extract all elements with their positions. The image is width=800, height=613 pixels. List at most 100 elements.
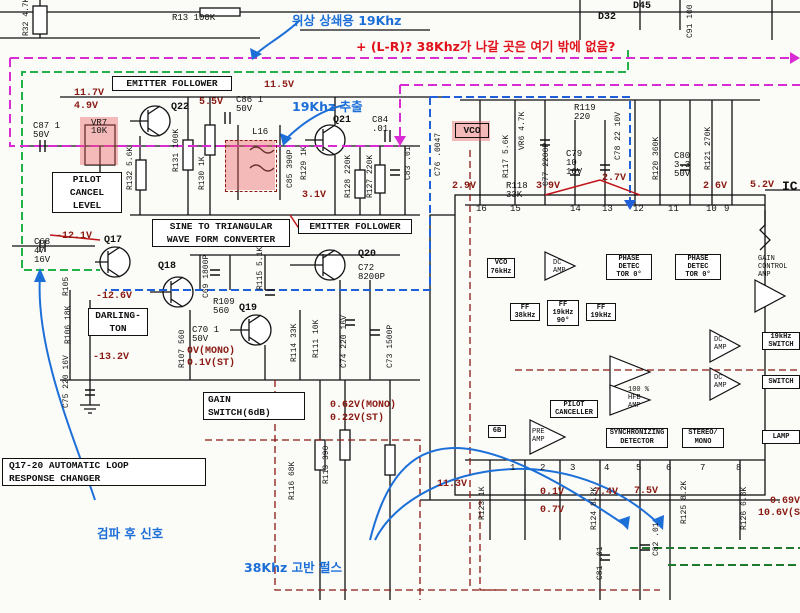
pin-12: 12	[633, 204, 644, 214]
ic-ff1-t1: FF	[520, 304, 530, 312]
annotation-detected-signal: 검파 후 신호	[97, 526, 164, 541]
c72-plates	[265, 289, 275, 296]
label-r126: R126 6.8K	[740, 486, 749, 530]
darlington-box: DARLING- TON	[88, 308, 148, 336]
emitter-follower-top-label: EMITTER FOLLOWER	[112, 76, 232, 91]
darlington-line1: DARLING-	[95, 310, 141, 321]
ic-right-detail	[759, 210, 771, 251]
volt-5-5: 5.5V	[199, 97, 224, 108]
c79-plates	[570, 169, 580, 176]
pin-6: 6	[666, 463, 672, 473]
label-c73: C73 1500P	[386, 324, 395, 368]
ic-dca2-t1: DC	[714, 336, 723, 344]
c82-plates	[640, 544, 650, 551]
magenta-dashed-left	[9, 58, 400, 147]
ic-hfb-t2: HFB	[628, 394, 641, 402]
ic-ff2-t3: 90°	[556, 317, 570, 325]
red-dashed-loop-4	[479, 500, 660, 591]
pilot-cancel-line2: CANCEL	[69, 187, 105, 198]
auto-loop-box: Q17-20 AUTOMATIC LOOP RESPONSE CHANGER	[2, 458, 206, 486]
volt-5-2: 5.2V	[750, 180, 775, 191]
pin-8: 8	[736, 463, 742, 473]
label-r111: R111 10K	[312, 319, 321, 358]
pin-11: 11	[668, 204, 679, 214]
q22-label: Q22	[171, 102, 190, 113]
label-r113: R113 390	[322, 445, 331, 484]
ic-pd1-t3: TOR 0°	[616, 271, 642, 279]
ic-pc-t2: CANCELLER	[555, 409, 593, 417]
callout-19khz	[284, 104, 346, 141]
volt-7-5: 7.5V	[634, 486, 659, 497]
pilot-cancel-line1: PILOT	[72, 174, 102, 185]
label-c87: C87 1 50V	[33, 121, 61, 140]
r127-body	[374, 164, 386, 194]
ic-pd1-t1: PHASE	[618, 255, 640, 263]
label-r105: R105	[62, 276, 71, 296]
label-r121: R121 270K	[704, 126, 713, 170]
label-l16: L16	[252, 127, 269, 137]
pin-13: 13	[602, 204, 613, 214]
volt-2-9: 2.9V	[452, 181, 477, 192]
ic-sm-t1: STEREO/	[688, 429, 718, 437]
callout-detected-arrow	[34, 268, 46, 282]
mid-wires	[190, 254, 400, 290]
label-r114: R114 33K	[290, 323, 299, 362]
c73-plates	[370, 329, 380, 336]
ic-dc-amp1-t1: DC	[553, 259, 562, 267]
ic-sd-t2: DETECTOR	[620, 438, 654, 446]
c84-plates	[384, 130, 391, 142]
label-c84: C84 .01	[372, 115, 389, 134]
c83-plates	[390, 169, 400, 176]
pin-3: 3	[570, 463, 576, 473]
ic-column-wires	[479, 100, 733, 205]
ic-stereo-mono: STEREO/MONO	[682, 428, 724, 448]
ic-ff1-t2: 38kHz	[514, 312, 536, 320]
volt-0-1v-st: 0.1V(ST)	[187, 358, 236, 369]
c86-plates	[224, 112, 231, 124]
pin-4: 4	[604, 463, 610, 473]
volt-0v-mono: 0V(MONO)	[187, 346, 236, 357]
ic-lamp-block: LAMP	[762, 430, 800, 444]
pin-9: 9	[724, 204, 730, 214]
q21-label: Q21	[333, 115, 352, 126]
label-c91: C91 100 10V	[686, 0, 695, 38]
r32-body	[32, 5, 48, 35]
c75-plates	[85, 389, 95, 396]
r128-body	[354, 169, 366, 199]
ic-pd2-t1: PHASE	[687, 255, 709, 263]
callout-38khz-arrow-b	[652, 515, 664, 530]
label-r123: R123 1K	[478, 486, 487, 520]
label-r32: R32 4.7K	[22, 0, 31, 36]
label-c82: C82 .01	[652, 522, 661, 556]
volt-2-7: 2.7V	[602, 173, 627, 184]
pin-14: 14	[570, 204, 581, 214]
label-c76: C76 .0047	[434, 132, 443, 176]
q18-label: Q18	[158, 261, 177, 272]
label-r129: R129 1K	[300, 146, 309, 180]
callout-38khz-arrow-a	[618, 516, 630, 530]
ic-ff3-t1: FF	[596, 304, 606, 312]
ic-ff2-t1: FF	[558, 301, 568, 309]
label-r132: R132 5.6K	[126, 146, 135, 190]
label-r116: R116 68K	[288, 461, 297, 500]
label-r131: R131 100K	[172, 128, 181, 172]
hfb-amp-triangle	[609, 384, 652, 416]
ic-dca3-t1: DC	[714, 374, 723, 382]
callout-19khz-arrow	[280, 133, 292, 146]
q20-leads	[290, 249, 336, 281]
ic-vco-t2: 76kHz	[490, 268, 512, 276]
label-r109: R109 560	[213, 297, 235, 316]
label-vr6: VR6 4.7K	[518, 111, 527, 150]
label-r120: R120 360K	[652, 136, 661, 180]
l16-highlight	[225, 140, 275, 190]
label-c85: C85 390P	[286, 149, 295, 188]
pin-15: 15	[510, 204, 521, 214]
darlington-line2: TON	[109, 323, 127, 334]
ic-gc-t1: GAIN	[758, 255, 775, 263]
label-r119: R119 220	[574, 103, 596, 122]
r13-body	[199, 7, 241, 17]
volt-neg-12-6: -12.6V	[96, 291, 133, 302]
